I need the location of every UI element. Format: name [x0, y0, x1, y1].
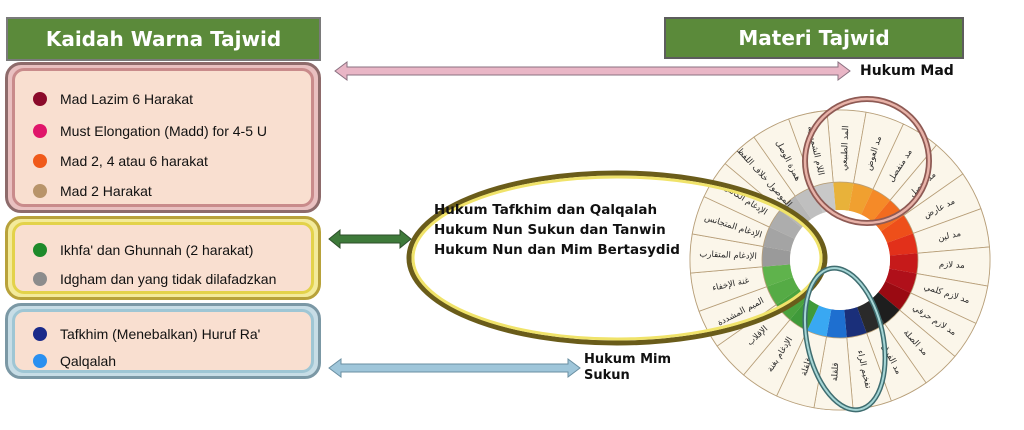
legend-item-label: Qalqalah	[60, 353, 117, 369]
wheel-segment-madd-6d	[878, 281, 911, 311]
wheel-segment-grey-3	[769, 209, 802, 239]
color-dot	[33, 272, 47, 286]
legend-item-label: Mad 2 Harakat	[60, 183, 152, 199]
materi-tajwid-title: Materi Tajwid	[738, 26, 890, 50]
legend-item: Tafkhim (Menebalkan) Huruf Ra'	[33, 326, 260, 342]
kaidah-warna-title: Kaidah Warna Tajwid	[45, 27, 282, 51]
wheel-segment-madd-6a	[886, 233, 918, 256]
oval-outline-light	[411, 175, 823, 341]
color-dot	[33, 243, 47, 257]
legend-panel-ghunnah: Ikhfa' dan Ghunnah (2 harakat) Idgham da…	[5, 216, 321, 300]
legend-item-label: Ikhfa' dan Ghunnah (2 harakat)	[60, 242, 254, 258]
wheel-label-sector	[788, 110, 834, 188]
wheel-segment-madd-2	[833, 182, 854, 211]
wheel-segment-ghunnah-4	[762, 264, 794, 287]
hukum-mad-circle-inner	[803, 97, 931, 225]
wheel-segment-madd-6b	[889, 253, 918, 274]
arrow-hukum-mad	[334, 61, 851, 81]
color-dot	[33, 124, 47, 138]
color-dot	[33, 354, 47, 368]
legend-item-label: Idgham dan yang tidak dilafadzkan	[60, 271, 277, 287]
legend-item: Must Elongation (Madd) for 4-5 U	[33, 123, 267, 139]
kaidah-warna-header: Kaidah Warna Tajwid	[6, 17, 321, 61]
wheel-segment-grey-6	[813, 182, 836, 214]
legend-item-label: Must Elongation (Madd) for 4-5 U	[60, 123, 267, 139]
wheel-segment-madd-5	[880, 215, 914, 243]
legend-item: Mad 2 Harakat	[33, 183, 152, 199]
wheel-segment-qalqalah-1	[826, 309, 847, 338]
oval-text-block: Hukum Tafkhim dan Qalqalah Hukum Nun Suk…	[434, 200, 680, 260]
legend-panel-inner: Mad Lazim 6 Harakat Must Elongation (Mad…	[12, 68, 314, 207]
hukum-mim-oval-inner	[803, 267, 887, 411]
legend-item: Qalqalah	[33, 353, 116, 369]
hukum-mad-label: Hukum Mad	[860, 63, 954, 79]
wheel-segment-madd-6c	[885, 268, 917, 293]
hukum-mim-line-2: Sukun	[584, 368, 630, 383]
legend-item: Mad Lazim 6 Harakat	[33, 91, 193, 107]
materi-tajwid-header: Materi Tajwid	[664, 17, 964, 59]
wheel-segment-ghunnah-3	[766, 277, 800, 305]
oval-text-line: Hukum Nun dan Mim Bertasydid	[434, 242, 680, 258]
arrow-oval	[328, 228, 412, 250]
wheel-segment-grey-1	[762, 246, 791, 267]
legend-item-label: Mad 2, 4 atau 6 harakat	[60, 153, 208, 169]
wheel-label-text: الإدغام المتقارب	[699, 249, 757, 261]
legend-item-label: Mad Lazim 6 Harakat	[60, 91, 194, 107]
legend-item: Mad 2, 4 atau 6 harakat	[33, 153, 208, 169]
oval-outline-dark	[406, 170, 828, 346]
legend-panel-inner: Ikhfa' dan Ghunnah (2 harakat) Idgham da…	[12, 222, 314, 294]
wheel-label-text: مد لازم	[939, 260, 965, 271]
wheel-label-text: المد الطبيعي	[839, 125, 851, 171]
wheel-segment-qalqalah-2	[807, 305, 832, 337]
wheel-segment-madd-2b	[848, 183, 873, 215]
arrow-hukum-mim	[328, 358, 581, 378]
legend-item: Idgham dan yang tidak dilafadzkan	[33, 271, 276, 287]
color-dot	[33, 327, 47, 341]
oval-text-line: Hukum Tafkhim dan Qalqalah	[434, 202, 658, 218]
legend-panel-mad: Mad Lazim 6 Harakat Must Elongation (Mad…	[5, 62, 321, 213]
wheel-segment-grey-2	[763, 227, 795, 252]
wheel-label-text: قلقلة	[830, 362, 841, 381]
legend-panel-tafkhim: Tafkhim (Menebalkan) Huruf Ra' Qalqalah	[5, 303, 321, 379]
color-dot	[33, 154, 47, 168]
wheel-segment-black-1	[868, 292, 900, 324]
legend-item: Ikhfa' dan Ghunnah (2 harakat)	[33, 242, 253, 258]
wheel-segment-tafkhim-1	[844, 306, 867, 338]
oval-text-line: Hukum Nun Sukun dan Tanwin	[434, 222, 666, 238]
legend-item-label: Tafkhim (Menebalkan) Huruf Ra'	[60, 326, 261, 342]
hukum-mim-label: Hukum Mim Sukun	[584, 352, 671, 384]
color-dot	[33, 92, 47, 106]
wheel-segment-madd-4	[861, 189, 891, 222]
wheel-label-text: مد لين	[937, 229, 962, 244]
color-dot	[33, 184, 47, 198]
legend-panel-inner: Tafkhim (Menebalkan) Huruf Ra' Qalqalah	[12, 309, 314, 373]
hukum-mim-line-1: Hukum Mim	[584, 352, 672, 367]
wheel-segment-black-2	[857, 300, 885, 334]
